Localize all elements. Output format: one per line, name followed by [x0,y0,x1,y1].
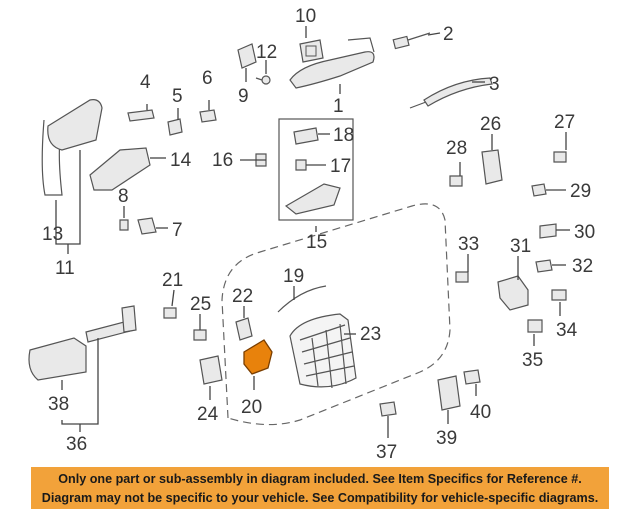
callout-10: 10 [295,6,316,27]
bolt-32 [535,259,553,273]
actuator-14 [89,147,151,191]
callout-22: 22 [232,286,253,307]
cable-13 [41,119,63,196]
callout-2: 2 [443,24,454,45]
callout-12: 12 [256,42,277,63]
clip-5 [167,118,183,136]
callout-5: 5 [172,86,183,107]
inner-handle-15 [284,183,341,215]
bolt-37 [379,401,397,417]
screw-12 [255,75,271,85]
callout-27: 27 [554,112,575,133]
bolt-29 [531,183,547,197]
handle-cap [299,39,324,63]
callout-30: 30 [574,222,595,243]
bracket-31 [497,275,529,311]
disclaimer-line-1: Only one part or sub-assembly in diagram… [58,472,582,486]
callout-21: 21 [162,270,183,291]
callout-14: 14 [170,150,192,171]
bolt-40 [463,369,481,385]
check-end [121,305,137,333]
callout-26: 26 [480,114,501,135]
callout-1: 1 [333,96,344,117]
callout-36: 36 [66,434,87,455]
clip-7 [137,217,157,235]
gasket-9 [237,43,257,69]
callout-33: 33 [458,234,479,255]
bolt-21 [163,307,177,319]
callout-32: 32 [572,256,593,277]
door-lock [47,99,103,151]
callout-40: 40 [470,402,491,423]
callout-24: 24 [197,404,219,425]
part-20-highlight [243,339,273,375]
door-outline [221,203,451,426]
callout-25: 25 [190,294,211,315]
callout-15: 15 [306,232,327,253]
check-link-38 [28,337,87,381]
clip-6 [199,109,217,123]
callout-34: 34 [556,320,578,341]
callout-38: 38 [48,394,69,415]
bolt-34 [551,289,567,301]
callout-13: 13 [42,224,63,245]
clip-8 [119,219,129,231]
bolt-27 [553,151,567,163]
handle-rod [409,77,493,109]
bracket-26 [481,149,503,185]
outer-handle [289,37,375,89]
callout-17: 17 [330,156,351,177]
window-regulator-23 [289,313,357,389]
cable-19 [277,285,327,313]
stopper-39 [437,375,461,411]
plate-24 [199,355,223,385]
rod-part [392,32,431,50]
cap-35 [527,319,543,333]
callout-3: 3 [489,74,500,95]
callout-31: 31 [510,236,531,257]
callout-28: 28 [446,138,467,159]
callout-39: 39 [436,428,457,449]
callout-16: 16 [212,150,233,171]
sub-assembly-box-15 [278,118,354,221]
callout-35: 35 [522,350,543,371]
callout-7: 7 [172,220,183,241]
callout-20: 20 [241,397,262,418]
cover-18 [293,127,319,145]
disclaimer-line-2: Diagram may not be specific to your vehi… [41,491,599,505]
callout-18: 18 [333,125,354,146]
callout-29: 29 [570,181,591,202]
bolt-33 [455,271,469,283]
cap-30 [539,223,557,239]
callout-11: 11 [55,258,75,279]
bolt-28 [449,175,463,187]
callout-9: 9 [238,86,249,107]
screw-17 [295,159,307,171]
callout-37: 37 [376,442,397,463]
clip-4 [127,109,155,122]
leader-lines [55,26,570,438]
callout-6: 6 [202,68,213,89]
callout-4: 4 [140,72,151,93]
callout-23: 23 [360,324,381,345]
callout-8: 8 [118,186,129,207]
bolt-25 [193,329,207,341]
callout-19: 19 [283,266,304,287]
disclaimer-banner: Only one part or sub-assembly in diagram… [31,467,609,509]
bracket-22 [235,317,253,341]
